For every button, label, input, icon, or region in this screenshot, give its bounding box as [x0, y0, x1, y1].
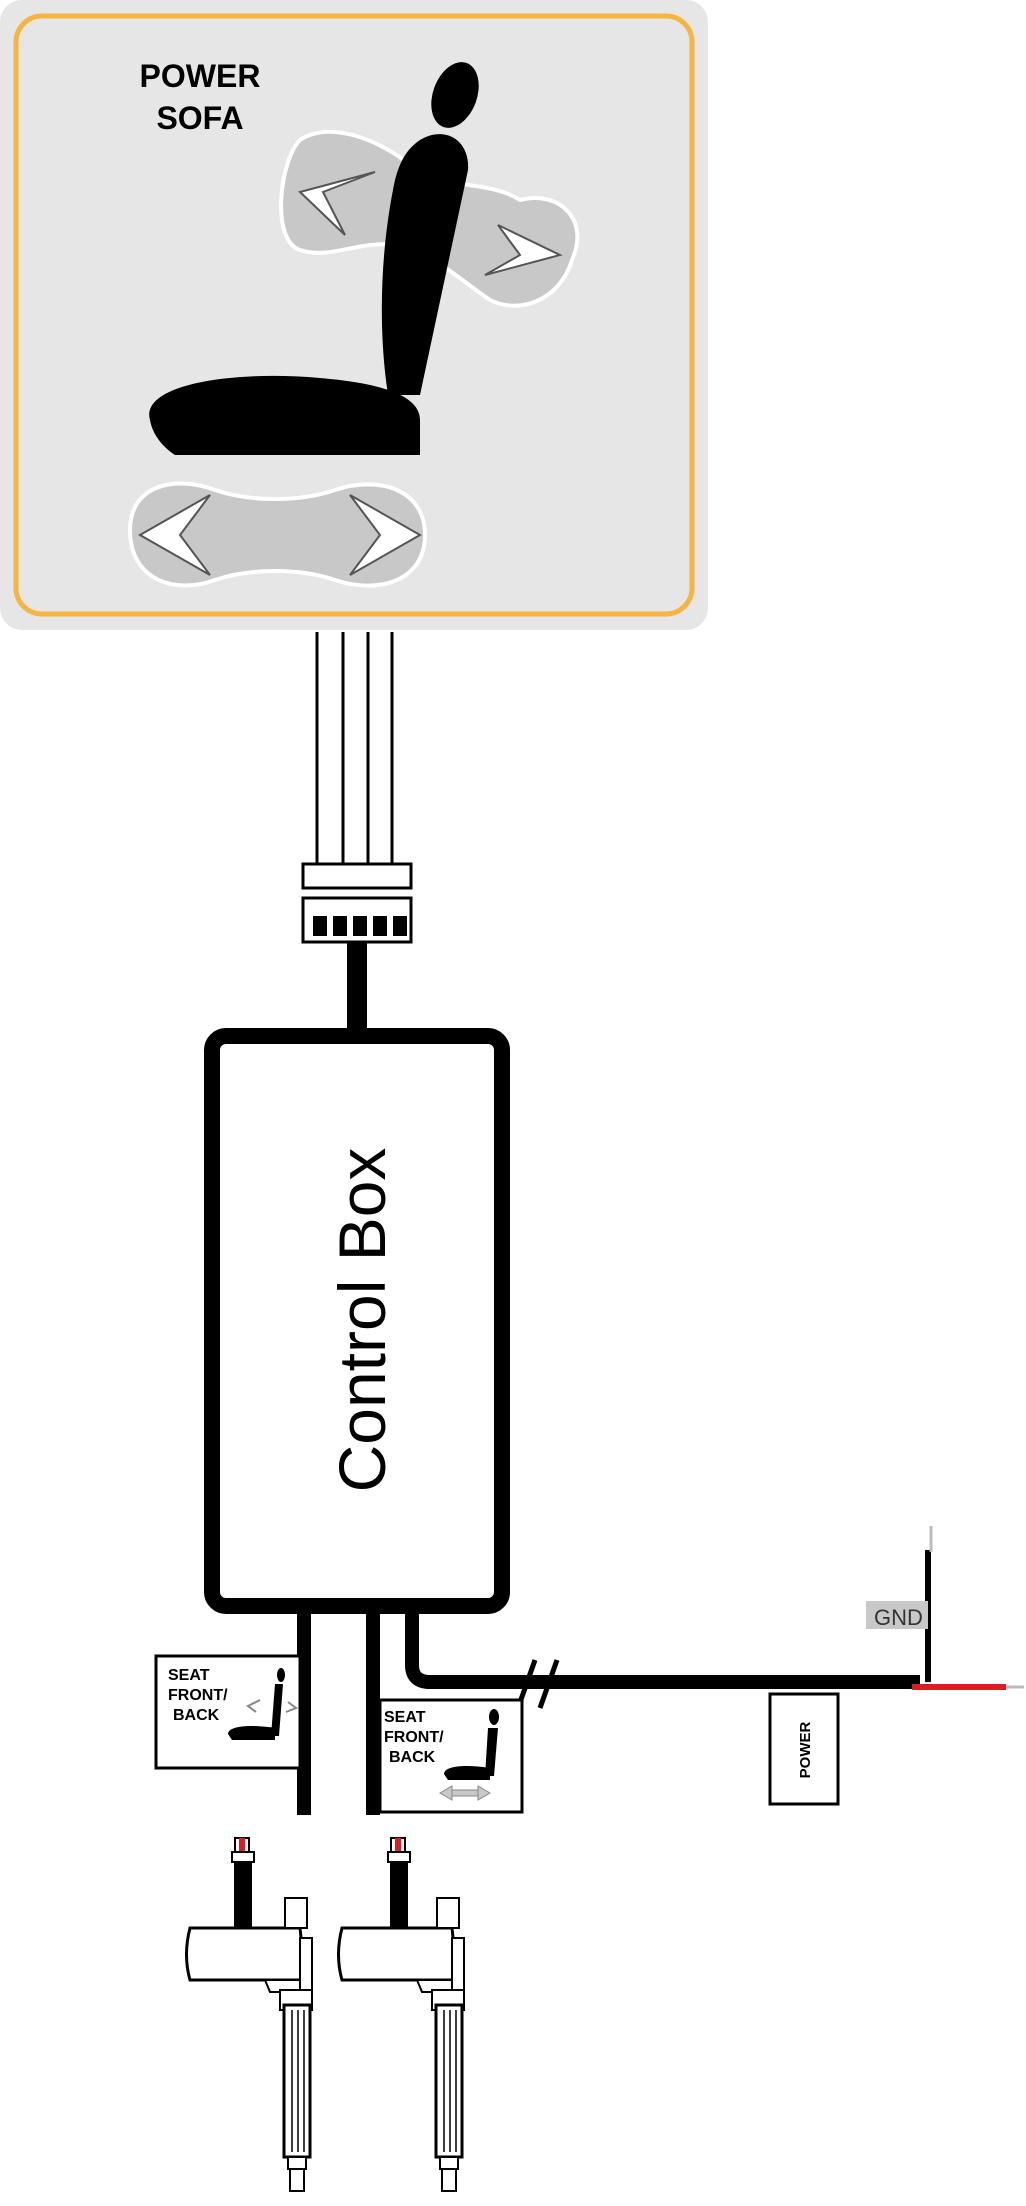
control-box-label: Control Box [325, 1148, 399, 1493]
power-cable [405, 1612, 920, 1689]
control-box: Control Box [204, 1028, 510, 1614]
seat-cushion [149, 375, 420, 455]
panel-frame [13, 13, 695, 617]
seat-headrest [431, 62, 479, 128]
panel-background [0, 0, 708, 630]
seat-slide-switch[interactable] [127, 481, 428, 588]
actuator-2-cable [390, 1862, 408, 1930]
switch-2-line3: BACK [389, 1749, 436, 1766]
actuator-1-motor [185, 1926, 307, 1982]
linear-actuator-2 [337, 1837, 465, 2192]
arrow-left-icon [137, 494, 211, 576]
switch-2-line1: SEAT [384, 1709, 426, 1726]
switch-1-line2: FRONT/ [168, 1687, 228, 1704]
power-block-box [768, 1692, 840, 1806]
wire-connector[interactable] [301, 862, 413, 944]
seat-front-back-switch-1: SEAT FRONT/ BACK [154, 1654, 302, 1770]
arrow-recline-forward-icon [484, 224, 563, 276]
seat-backrest [381, 134, 469, 396]
actuator-2-motor [337, 1926, 459, 1982]
panel-title-line1: POWER [140, 58, 261, 94]
power-sofa-panel: POWER SOFA [0, 0, 708, 630]
gnd-wire: GND [866, 1526, 933, 1682]
control-box-frame [204, 1028, 510, 1614]
switch-2-line2: FRONT/ [384, 1729, 444, 1746]
switch-1-seat-icon [228, 1668, 299, 1740]
actuator-1-tube [282, 2003, 312, 2159]
actuator-1-cable [234, 1862, 252, 1930]
connector-top [301, 862, 413, 890]
actuator-2-tube [434, 2003, 464, 2159]
arrow-right-icon [349, 494, 423, 576]
seat-icon [149, 62, 479, 455]
seat-slide-switch-body [127, 481, 428, 588]
seat-front-back-switch-2: SEAT FRONT/ BACK [378, 1698, 524, 1814]
switch-2-seat-icon [439, 1709, 499, 1801]
panel-title-line2: SOFA [156, 100, 243, 136]
arrow-recline-back-icon [298, 171, 376, 236]
power-block: POWER [768, 1692, 840, 1806]
switch-1-line3: BACK [173, 1707, 220, 1724]
panel-wires [315, 632, 394, 865]
power-block-label: POWER [797, 1722, 814, 1779]
switch-1-line1: SEAT [168, 1667, 210, 1684]
gnd-label: GND [874, 1605, 923, 1630]
gnd-label-box [866, 1601, 928, 1629]
linear-actuator-1 [185, 1837, 313, 2192]
